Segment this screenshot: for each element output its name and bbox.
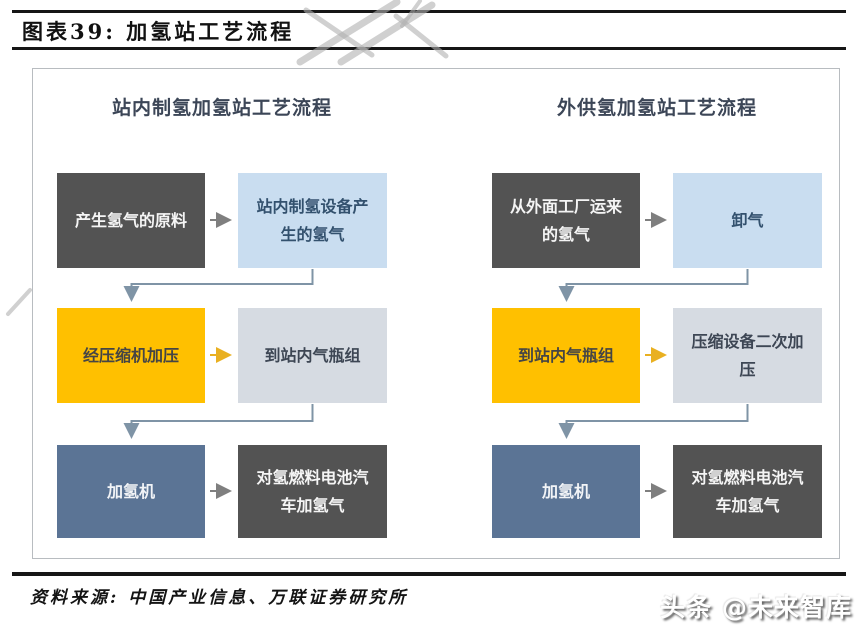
top-rule-upper <box>12 10 846 13</box>
box-external-refuel-vehicle: 对氢燃料电池汽车加氢气 <box>673 445 822 538</box>
box-external-cylinder-group: 到站内气瓶组 <box>492 308 640 403</box>
left-flowchart-title: 站内制氢加氢站工艺流程 <box>111 97 332 119</box>
top-rule-lower <box>12 47 846 50</box>
box-external-delivered-hydrogen: 从外面工厂运来的氢气 <box>492 173 640 268</box>
bottom-rule <box>12 572 846 576</box>
box-onsite-feedstock: 产生氢气的原料 <box>57 173 205 268</box>
source-note: 资料来源: 中国产业信息、万联证券研究所 <box>30 588 409 608</box>
box-external-dispenser: 加氢机 <box>492 445 640 538</box>
box-onsite-cylinder-group: 到站内气瓶组 <box>238 308 387 403</box>
watermark-stroke <box>400 0 422 28</box>
box-external-unload: 卸气 <box>673 173 822 268</box>
watermark-stroke <box>337 1 436 66</box>
box-onsite-refuel-vehicle: 对氢燃料电池汽车加氢气 <box>238 445 387 538</box>
right-flowchart-title: 外供氢加氢站工艺流程 <box>556 97 757 119</box>
toutiao-watermark-text: 头条 @未来智库 <box>660 593 852 622</box>
watermark-stroke <box>393 13 449 59</box>
watermark-stroke <box>6 288 32 316</box>
box-onsite-compressor: 经压缩机加压 <box>57 308 205 403</box>
figure-caption: 图表39: 加氢站工艺流程 <box>22 19 295 44</box>
box-external-secondary-compression: 压缩设备二次加压 <box>673 308 822 403</box>
box-onsite-hydrogen-produced: 站内制氢设备产生的氢气 <box>238 173 387 268</box>
box-onsite-dispenser: 加氢机 <box>57 445 205 538</box>
